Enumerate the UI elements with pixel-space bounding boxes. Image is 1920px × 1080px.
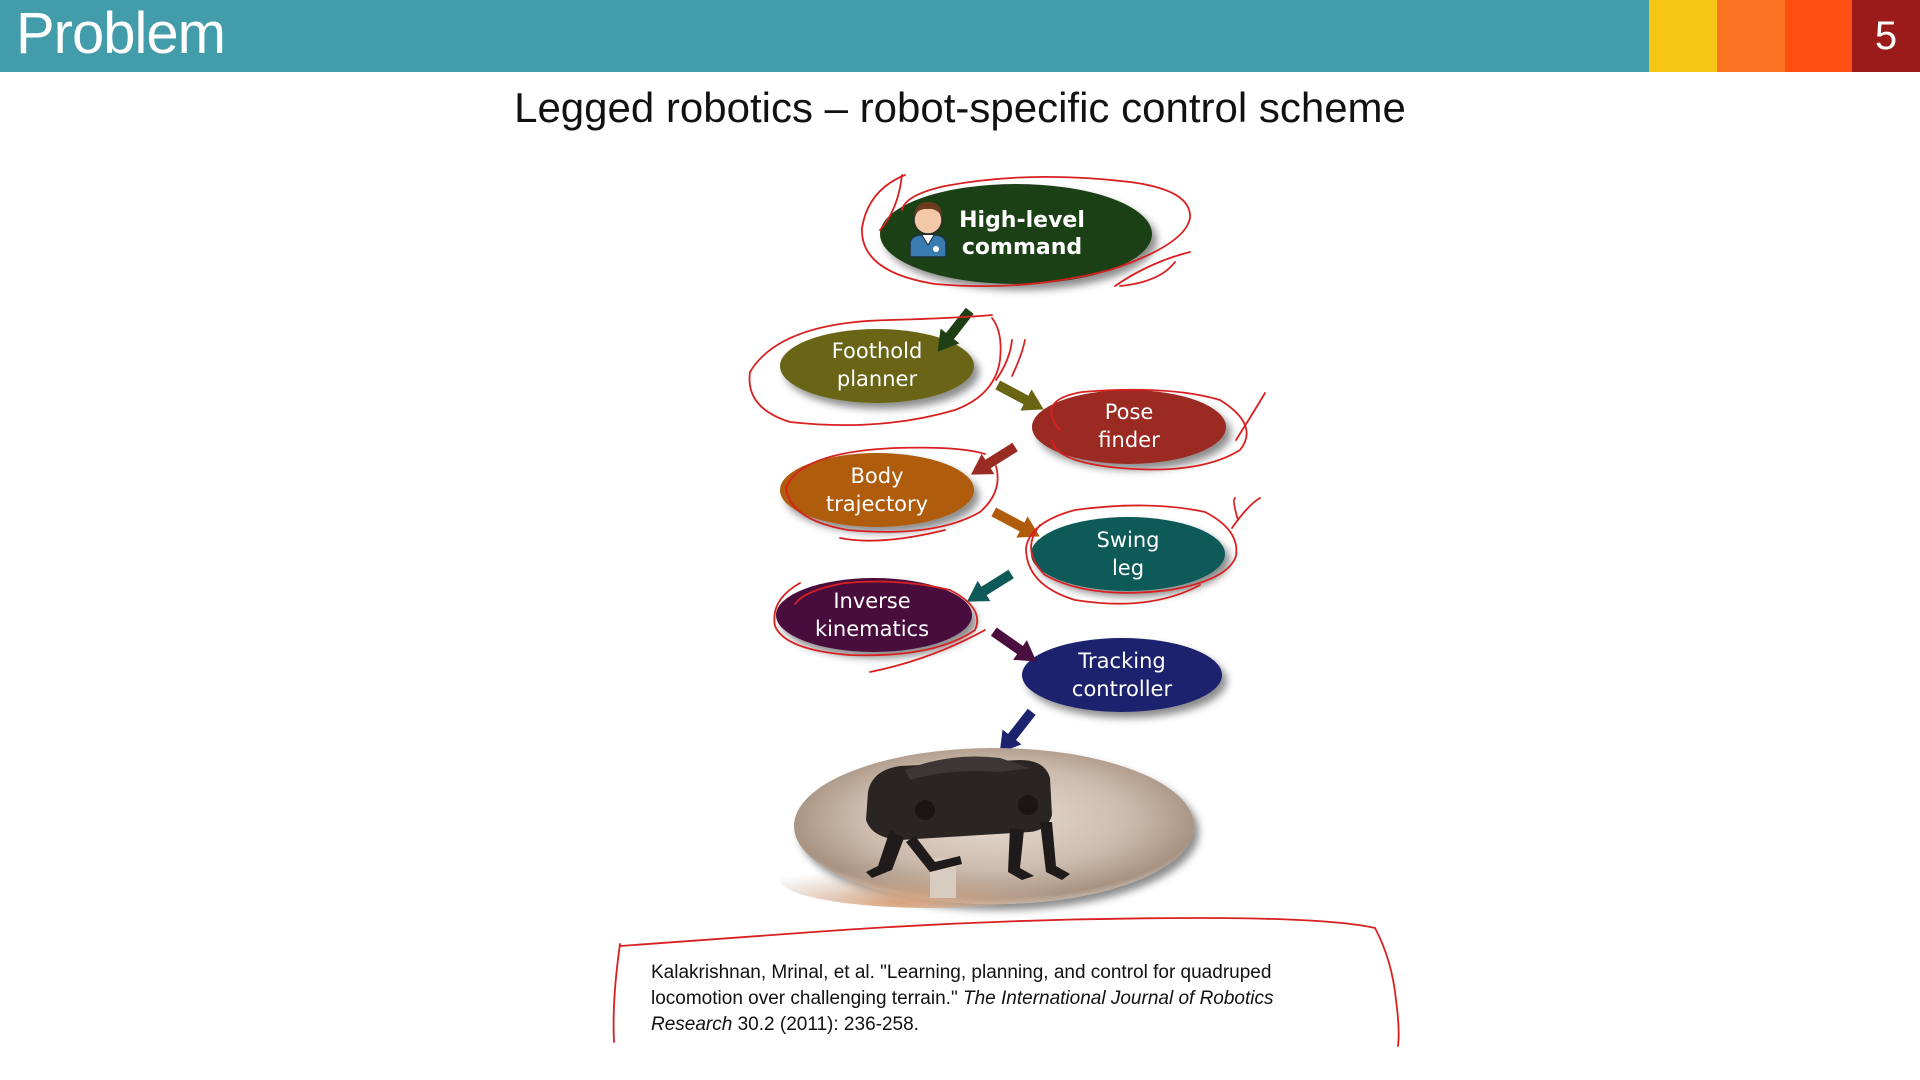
arrow-inverse-to-tracking [990, 627, 1037, 662]
arrow-body-to-swing [991, 507, 1040, 538]
node-body-trajectory: Body trajectory [780, 453, 974, 527]
foothold-line2: planner [837, 367, 918, 391]
arrow-foothold-to-pose [995, 380, 1044, 411]
node-high-level-command: High-level command [880, 184, 1152, 284]
accent-strip-orange [1717, 0, 1785, 72]
quadruped-robot-icon [866, 756, 1070, 898]
slide-title: Problem [16, 1, 226, 66]
swing-line1: Swing [1097, 528, 1160, 552]
pose-line1: Pose [1105, 400, 1154, 424]
node-tracking-controller: Tracking controller [1022, 638, 1222, 712]
body-line1: Body [850, 464, 903, 488]
citation-journal-2: Research [651, 1014, 733, 1035]
inverse-line2: kinematics [815, 617, 929, 641]
header-bar [0, 0, 1920, 72]
accent-strip-red-orange [1785, 0, 1852, 72]
node-pose-finder: Pose finder [1032, 390, 1226, 464]
slide-subtitle: Legged robotics – robot-specific control… [514, 84, 1406, 131]
swing-line2: leg [1112, 556, 1144, 580]
arrow-command-to-foothold [937, 307, 974, 352]
foothold-line1: Foothold [832, 339, 923, 363]
annotation-bracket-citation [612, 917, 1400, 1047]
arrow-tracking-to-robot [999, 708, 1036, 753]
arrow-pose-to-body [971, 442, 1018, 475]
person-icon [909, 201, 947, 258]
body-line2: trajectory [826, 492, 928, 516]
annotation-circle-high-level [861, 174, 1191, 288]
robot-photo [780, 748, 1194, 908]
tracking-line1: Tracking [1077, 649, 1165, 673]
high-level-command-ellipse [880, 184, 1152, 284]
node-swing-leg: Swing leg [1031, 517, 1225, 591]
pose-line2: finder [1098, 428, 1160, 452]
annotation-circle-pose [1050, 388, 1266, 471]
accent-strip-dark-red [1852, 0, 1920, 72]
annotation-circle-swing [1025, 497, 1261, 605]
high-level-line1: High-level [959, 208, 1085, 233]
inverse-line1: Inverse [833, 589, 910, 613]
annotation-circle-foothold [748, 314, 1026, 427]
citation-reference: Kalakrishnan, Mrinal, et al. "Learning, … [651, 960, 1351, 1038]
arrows [937, 307, 1044, 753]
annotation-circle-inverse [773, 580, 986, 673]
node-foothold-planner: Foothold planner [780, 329, 974, 403]
red-annotations [612, 174, 1400, 1047]
tracking-line2: controller [1072, 677, 1173, 701]
citation-authors: Kalakrishnan, Mrinal, et al. "Learning, … [651, 962, 1272, 1009]
node-inverse-kinematics: Inverse kinematics [776, 578, 972, 652]
accent-strip-yellow [1649, 0, 1717, 72]
annotation-circle-body [785, 446, 999, 542]
slide-number: 5 [1874, 14, 1898, 58]
high-level-line2: command [962, 235, 1082, 260]
citation-journal-1: The International Journal of Robotics [962, 988, 1274, 1009]
citation-details: 30.2 (2011): 236-258. [732, 1014, 919, 1035]
arrow-swing-to-inverse [967, 569, 1014, 602]
